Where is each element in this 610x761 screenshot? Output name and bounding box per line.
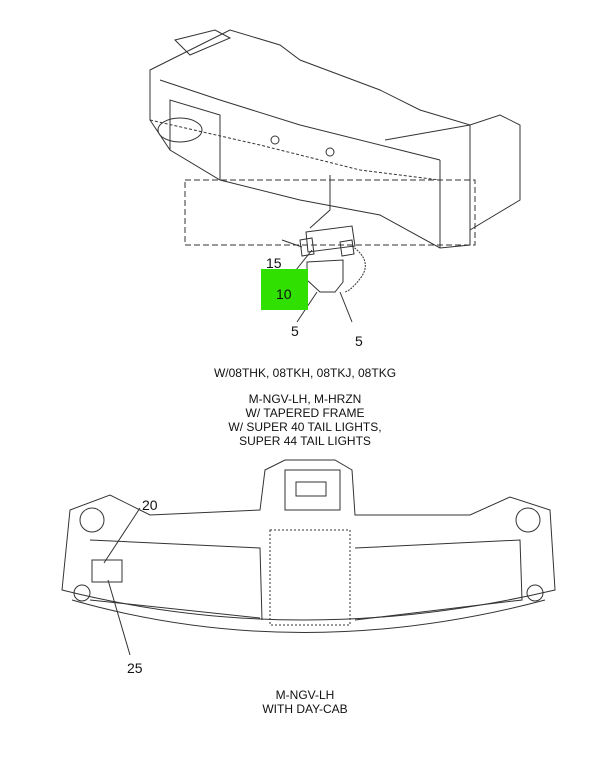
- cab-rear-panel-drawing: [61, 459, 556, 656]
- bottom-caption-1: M-NGV-LH: [275, 688, 335, 702]
- config-caption-3: W/ SUPER 40 TAIL LIGHTS,: [228, 420, 382, 434]
- callout-20: 20: [142, 497, 158, 513]
- callout-15: 15: [266, 255, 282, 271]
- config-caption-1: M-NGV-LH, M-HRZN: [248, 392, 362, 406]
- config-caption-4: SUPER 44 TAIL LIGHTS: [239, 434, 371, 448]
- highlighted-callout-box: [261, 269, 308, 310]
- config-caption-2: W/ TAPERED FRAME: [245, 406, 365, 420]
- model-caption: W/08THK, 08TKH, 08TKJ, 08TKG: [213, 366, 397, 380]
- callout-10: 10: [276, 286, 292, 302]
- callout-5-right: 5: [355, 333, 363, 349]
- callout-25: 25: [127, 660, 143, 676]
- frame-crossmember-drawing: [149, 29, 521, 249]
- callout-5-left: 5: [291, 323, 299, 339]
- bottom-caption-2: WITH DAY-CAB: [262, 702, 348, 716]
